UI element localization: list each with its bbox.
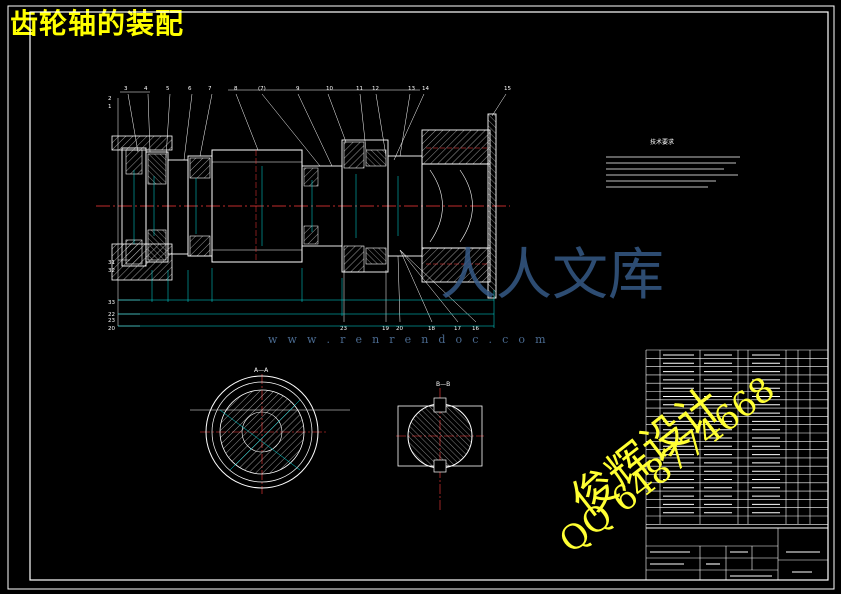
section-b-label: B—B: [436, 381, 450, 388]
part-number-label: 6: [188, 86, 192, 92]
tech-title: 技术要求: [650, 138, 674, 146]
part-number-label: 20: [108, 326, 115, 332]
part-number-label: (7): [258, 86, 266, 92]
part-callout-labels-bottom: 23 19 20 18 17 16: [340, 326, 479, 332]
part-number-label: 22: [108, 312, 115, 318]
part-number-label: 8: [234, 86, 238, 92]
part-number-label: 18: [428, 326, 435, 332]
outer-border: [7, 5, 835, 590]
part-number-label: 3: [124, 86, 128, 92]
part-number-label: 7: [208, 86, 212, 92]
part-number-label: 9: [296, 86, 300, 92]
part-number-label: 5: [166, 86, 170, 92]
part-number-label: 23: [340, 326, 347, 332]
section-b-b-view: B—B: [396, 381, 484, 512]
inner-border: [29, 11, 829, 581]
part-number-label: 2: [108, 96, 112, 102]
part-number-label: 4: [144, 86, 148, 92]
part-number-label: 16: [472, 326, 479, 332]
part-number-label: 12: [372, 86, 379, 92]
part-number-label: 13: [408, 86, 415, 92]
part-number-label: 1: [108, 104, 112, 110]
part-number-label: 32: [108, 268, 115, 274]
part-callout-labels-top: 3 4 5 6 7 8 (7) 9 10 11 12 13 14 15: [124, 86, 511, 92]
section-a-a-view: A—A: [190, 367, 350, 494]
part-number-label: 14: [422, 86, 429, 92]
main-assembly-view: [96, 113, 510, 299]
part-number-label: 10: [326, 86, 333, 92]
renrendoc-url-watermark: w w w . r e n r e n d o c . c o m: [268, 333, 549, 346]
part-number-label: 17: [454, 326, 461, 332]
part-callouts-top: [120, 89, 507, 167]
part-number-label: 19: [382, 326, 389, 332]
title-block: [645, 527, 829, 581]
renrendoc-logo-watermark: 人人文库: [440, 243, 664, 308]
part-number-label: 33: [108, 300, 115, 306]
part-number-label: 11: [356, 86, 363, 92]
dimension-chains: [118, 268, 495, 328]
section-a-label: A—A: [254, 367, 269, 374]
parts-list-table: [645, 349, 829, 529]
part-callouts-bottom: [117, 98, 477, 327]
part-number-label: 15: [504, 86, 511, 92]
part-number-label: 31: [108, 260, 115, 266]
part-number-label: 23: [108, 318, 115, 324]
technical-requirements: 技术要求: [606, 138, 740, 188]
part-number-label: 20: [396, 326, 403, 332]
